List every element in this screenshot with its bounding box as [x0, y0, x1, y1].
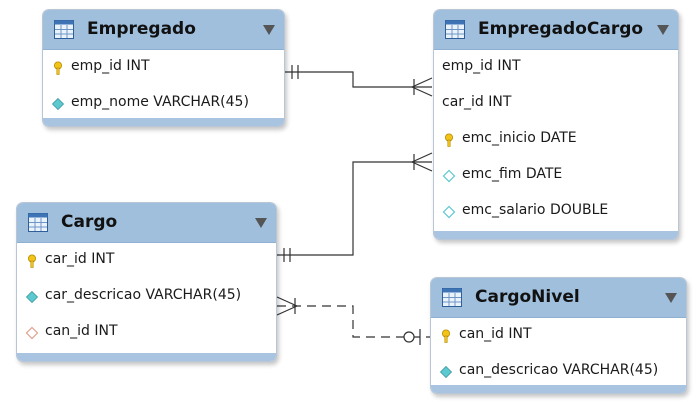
column-label: emp_id INT [71, 58, 150, 74]
primary-key-icon [445, 133, 453, 147]
entity-title: Empregado [87, 19, 196, 39]
table-icon [28, 213, 48, 232]
attribute-icon [51, 97, 65, 111]
crowfoot-mark [276, 296, 298, 307]
column-row[interactable]: emp_id INT [434, 50, 678, 86]
relationship-line [277, 161, 432, 256]
primary-key-icon [54, 61, 62, 75]
table-icon [54, 20, 74, 39]
primary-key-icon [442, 329, 450, 343]
zero-mark [403, 331, 415, 343]
nullable-attribute-icon [442, 169, 456, 183]
column-label: emc_inicio DATE [462, 130, 577, 146]
expand-arrow-icon[interactable] [263, 25, 275, 35]
relationship-cargo-cargonivel[interactable] [276, 296, 432, 345]
entity-columns: emp_id INT car_id INT emc_inicio DATE em… [434, 50, 678, 230]
crowfoot-mark [411, 152, 433, 163]
column-label: car_descricao VARCHAR(45) [45, 287, 242, 303]
column-row[interactable]: car_id INT [17, 243, 276, 279]
column-row[interactable]: can_descricao VARCHAR(45) [431, 354, 686, 390]
entity-cargonivel[interactable]: CargoNivel can_id INT can_descricao VARC… [430, 277, 687, 394]
entity-footer [434, 231, 678, 239]
attribute-icon [25, 290, 39, 304]
entity-title: Cargo [61, 212, 118, 232]
table-icon [442, 288, 462, 307]
entity-cargo[interactable]: Cargo car_id INT car_descricao VARCHAR(4… [16, 202, 277, 362]
entity-header[interactable]: Cargo [17, 203, 276, 243]
column-row[interactable]: car_id INT [434, 86, 678, 122]
crowfoot-mark [411, 86, 433, 97]
column-label: emc_salario DOUBLE [462, 202, 609, 218]
entity-footer [431, 385, 686, 393]
nullable-attribute-icon [442, 205, 456, 219]
crowfoot-mark [411, 161, 433, 172]
column-label: can_id INT [45, 323, 118, 339]
attribute-icon [439, 365, 453, 379]
entity-columns: can_id INT can_descricao VARCHAR(45) [431, 318, 686, 390]
entity-header[interactable]: CargoNivel [431, 278, 686, 318]
entity-title: CargoNivel [475, 287, 580, 307]
entity-title: EmpregadoCargo [478, 19, 644, 39]
entity-columns: car_id INT car_descricao VARCHAR(45) can… [17, 243, 276, 351]
column-label: emp_nome VARCHAR(45) [71, 94, 249, 110]
crowfoot-mark [276, 305, 298, 316]
column-row[interactable]: emp_nome VARCHAR(45) [43, 86, 284, 122]
entity-empregado[interactable]: Empregado emp_id INT emp_nome VARCHAR(45… [42, 9, 285, 127]
entity-footer [17, 353, 276, 361]
crowfoot-mark [411, 77, 433, 88]
entity-header[interactable]: EmpregadoCargo [434, 10, 678, 50]
entity-empregadocargo[interactable]: EmpregadoCargo emp_id INT car_id INT emc… [433, 9, 679, 240]
entity-footer [43, 118, 284, 126]
foreign-key-icon [25, 326, 39, 340]
entity-columns: emp_id INT emp_nome VARCHAR(45) [43, 50, 284, 122]
column-row[interactable]: emc_salario DOUBLE [434, 194, 678, 230]
table-icon [445, 20, 465, 39]
column-row[interactable]: emp_id INT [43, 50, 284, 86]
column-label: can_descricao VARCHAR(45) [459, 362, 659, 378]
column-row[interactable]: emc_fim DATE [434, 158, 678, 194]
column-row[interactable]: car_descricao VARCHAR(45) [17, 279, 276, 315]
relationship-cargo-empregadocargo[interactable] [277, 152, 433, 262]
column-label: car_id INT [45, 251, 115, 267]
primary-key-icon [28, 254, 36, 268]
column-row[interactable]: can_id INT [431, 318, 686, 354]
column-row[interactable]: can_id INT [17, 315, 276, 351]
column-label: can_id INT [459, 326, 532, 342]
column-label: emc_fim DATE [462, 166, 563, 182]
column-label: emp_id INT [442, 58, 521, 74]
column-row[interactable]: emc_inicio DATE [434, 122, 678, 158]
expand-arrow-icon[interactable] [665, 293, 677, 303]
relationship-line [277, 305, 432, 338]
entity-header[interactable]: Empregado [43, 10, 284, 50]
relationship-line [285, 71, 432, 88]
expand-arrow-icon[interactable] [255, 218, 267, 228]
relationship-empregado-empregadocargo[interactable] [285, 65, 433, 97]
column-label: car_id INT [442, 94, 512, 110]
expand-arrow-icon[interactable] [657, 25, 669, 35]
